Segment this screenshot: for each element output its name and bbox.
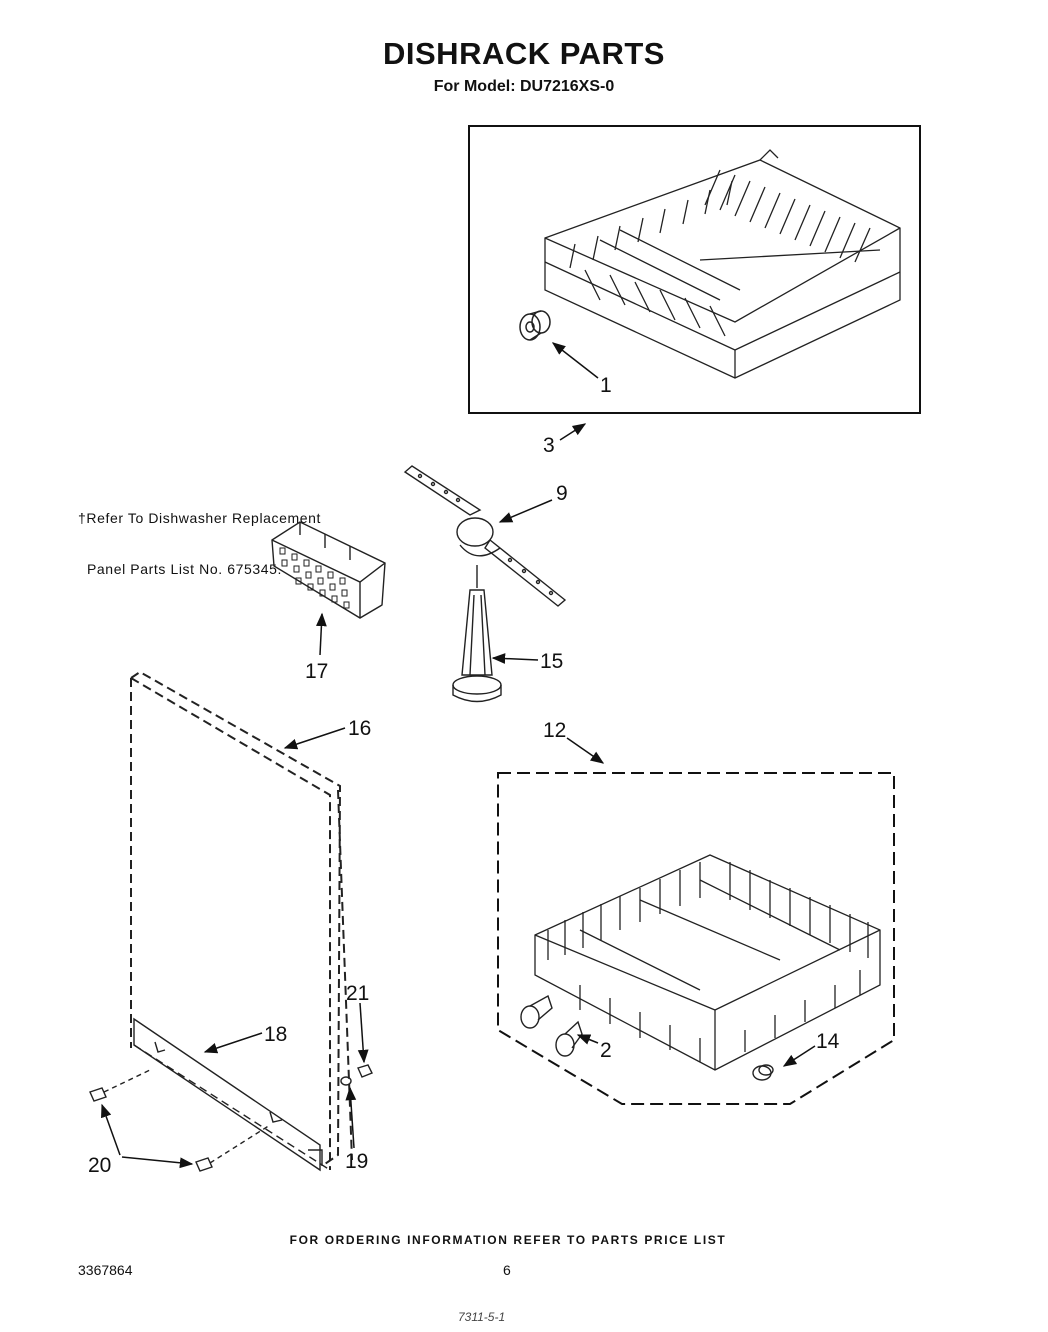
callout-14: 14 [816,1030,840,1053]
upper-rack-frame [468,125,921,414]
spray-tower-part-15 [452,565,502,703]
leader-15 [491,653,539,664]
leader-19 [345,1086,357,1149]
callout-18: 18 [264,1023,287,1046]
silverware-basket-part-17 [271,521,386,619]
nut-washer-parts [340,1064,373,1086]
leader-3 [559,423,587,441]
leader-9 [498,499,553,523]
leader-18 [203,1032,263,1054]
leader-14 [782,1045,816,1067]
callout-21: 21 [346,982,369,1005]
leader-21 [357,1002,369,1064]
lower-rack-assembly [497,737,895,1105]
door-panel-part-16 [130,670,353,1170]
screw-parts-20 [89,1069,271,1172]
callout-1: 1 [600,374,612,397]
leader-20b [121,1156,194,1169]
note-line-1: †Refer To Dishwasher Replacement [78,510,322,526]
upper-rack-drawing [544,149,901,379]
callout-2: 2 [600,1039,612,1062]
leader-20a [101,1103,121,1156]
lower-rack-drawing [534,854,881,1071]
leader-12 [566,737,605,764]
bracket-part-18 [133,1017,331,1172]
leader-1 [551,342,599,379]
ordering-info-footer: FOR ORDERING INFORMATION REFER TO PARTS … [289,1233,727,1247]
rack-wheel-part-2 [520,994,583,1057]
lower-rack-frame [497,772,895,1105]
callout-12: 12 [543,719,566,742]
leader-2 [576,1034,599,1045]
callout-17: 17 [305,660,328,683]
callout-3: 3 [543,434,555,457]
replacement-panel-note: †Refer To Dishwasher Replacement Panel P… [78,476,321,595]
callout-9: 9 [556,482,568,505]
note-line-2: Panel Parts List No. 675345. [78,561,282,577]
model-subtitle: For Model: DU7216XS-0 [433,78,615,95]
leader-17 [316,612,327,656]
document-number: 3367864 [78,1262,133,1278]
page-number: 6 [503,1262,511,1278]
callout-15: 15 [540,650,563,673]
handwritten-mark: 7311-5-1 [458,1310,506,1324]
callout-20: 20 [88,1154,111,1177]
leader-16 [283,727,346,750]
callout-16: 16 [348,717,371,740]
rack-roller-part-1 [519,310,551,341]
page-title: DISHRACK PARTS [383,36,665,71]
spray-arm-part-9 [403,465,567,607]
rack-cap-part-14 [752,1064,774,1081]
upper-rack-assembly [468,125,921,441]
callout-19: 19 [345,1150,368,1173]
